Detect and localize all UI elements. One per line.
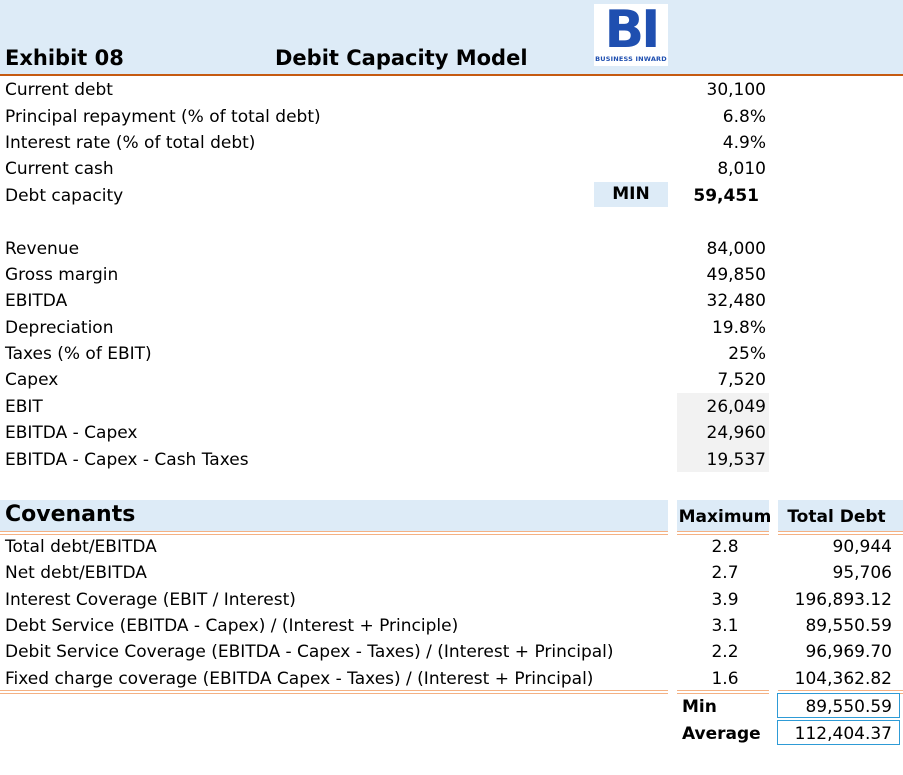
covenant-maximum[interactable]: 1.6 (711, 669, 739, 689)
covenant-label: Debit Service Coverage (EBITDA - Capex -… (5, 642, 614, 662)
exhibit-label: Exhibit 08 (5, 46, 124, 70)
financial-value[interactable]: 84,000 (706, 239, 766, 259)
input-value[interactable]: 4.9% (722, 133, 766, 153)
financial-label: EBITDA (5, 291, 68, 311)
financial-value[interactable]: 32,480 (706, 291, 766, 311)
header-band (0, 0, 903, 75)
covenant-label: Total debt/EBITDA (5, 537, 157, 557)
covenant-total-debt[interactable]: 89,550.59 (805, 616, 892, 636)
covenant-total-debt[interactable]: 196,893.12 (794, 590, 892, 610)
logo-letters: BI (604, 0, 661, 60)
page-title: Debit Capacity Model (275, 46, 528, 70)
covenant-total-debt[interactable]: 104,362.82 (794, 669, 892, 689)
summary-average-label: Average (682, 724, 761, 744)
covenants-footer-rule (0, 690, 668, 691)
financial-value[interactable]: 19.8% (711, 318, 766, 338)
maximum-column-header: Maximum (678, 507, 772, 527)
input-label: Interest rate (% of total debt) (5, 133, 256, 153)
summary-min-value[interactable]: 89,550.59 (805, 697, 892, 717)
covenants-header-rule (778, 534, 903, 535)
logo-subtitle: BUSINESS INWARD (595, 55, 667, 63)
financial-label: Taxes (% of EBIT) (5, 344, 152, 364)
summary-min-label: Min (682, 697, 717, 717)
summary-min-box[interactable] (777, 693, 900, 718)
financial-label: Gross margin (5, 265, 119, 285)
financial-label: EBITDA - Capex (5, 423, 138, 443)
financial-value[interactable]: 24,960 (706, 423, 766, 443)
covenants-header-rule (677, 534, 769, 535)
financial-value[interactable]: 7,520 (717, 370, 766, 390)
summary-average-value[interactable]: 112,404.37 (794, 724, 892, 744)
covenant-maximum[interactable]: 2.8 (711, 537, 739, 557)
covenant-label: Net debt/EBITDA (5, 563, 147, 583)
financial-label: EBITDA - Capex - Cash Taxes (5, 450, 249, 470)
covenants-header-rule (677, 531, 769, 532)
input-value[interactable]: 6.8% (722, 107, 766, 127)
covenants-footer-rule (677, 690, 769, 691)
covenants-header-rule (0, 534, 668, 535)
header-rule (0, 74, 903, 76)
covenant-label: Debt Service (EBITDA - Capex) / (Interes… (5, 616, 459, 636)
covenant-label: Fixed charge coverage (EBITDA Capex - Ta… (5, 669, 594, 689)
covenant-total-debt[interactable]: 90,944 (832, 537, 892, 557)
covenant-maximum[interactable]: 2.2 (711, 642, 739, 662)
financial-value[interactable]: 25% (728, 344, 766, 364)
maximum-header-band (677, 500, 769, 531)
covenants-footer-rule (0, 693, 668, 694)
total-debt-header-band (778, 500, 903, 531)
financial-value[interactable]: 49,850 (706, 265, 766, 285)
input-value[interactable]: 30,100 (706, 80, 766, 100)
covenants-header-band (0, 500, 668, 531)
covenant-maximum[interactable]: 3.9 (711, 590, 739, 610)
covenant-maximum[interactable]: 3.1 (711, 616, 739, 636)
debt-capacity-label: Debt capacity (5, 186, 124, 206)
computed-shade (677, 393, 769, 472)
financial-label: Capex (5, 370, 59, 390)
input-label: Principal repayment (% of total debt) (5, 107, 321, 127)
input-label: Current cash (5, 159, 114, 179)
covenant-total-debt[interactable]: 96,969.70 (805, 642, 892, 662)
financial-label: Depreciation (5, 318, 114, 338)
min-tag: MIN (594, 182, 668, 207)
business-inward-logo: BI BUSINESS INWARD (594, 0, 668, 66)
covenants-header-rule (778, 531, 903, 532)
debt-capacity-value[interactable]: 59,451 (693, 186, 759, 206)
covenants-footer-rule (778, 690, 903, 691)
input-value[interactable]: 8,010 (717, 159, 766, 179)
covenants-title: Covenants (5, 502, 136, 527)
financial-value[interactable]: 19,537 (706, 450, 766, 470)
financial-value[interactable]: 26,049 (706, 397, 766, 417)
covenant-maximum[interactable]: 2.7 (711, 563, 739, 583)
financial-label: EBIT (5, 397, 43, 417)
covenants-footer-rule (677, 693, 769, 694)
covenant-label: Interest Coverage (EBIT / Interest) (5, 590, 296, 610)
total-debt-column-header: Total Debt (787, 507, 886, 527)
input-label: Current debt (5, 80, 113, 100)
summary-average-box[interactable] (777, 720, 900, 745)
financial-label: Revenue (5, 239, 80, 259)
covenant-total-debt[interactable]: 95,706 (832, 563, 892, 583)
covenants-header-rule (0, 531, 668, 532)
